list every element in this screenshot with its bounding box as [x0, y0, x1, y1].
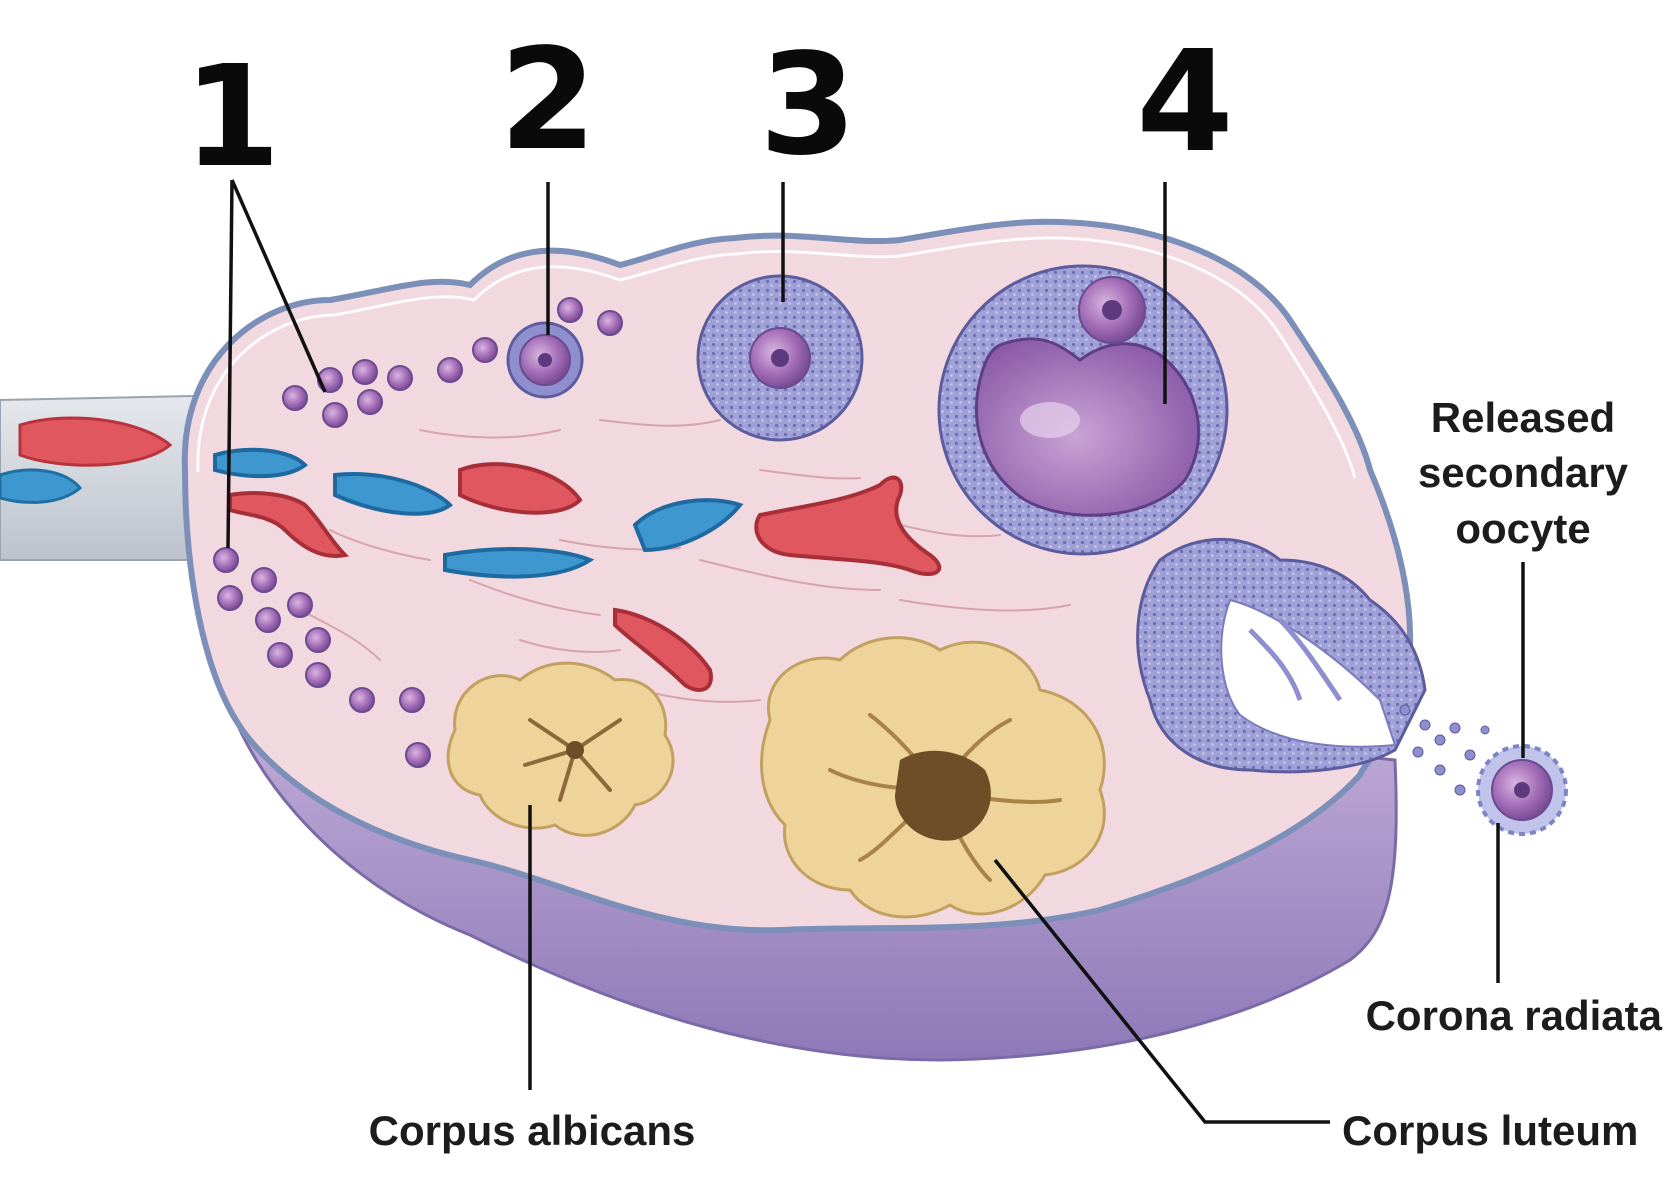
- corpus-luteum: [760, 636, 1106, 919]
- blood-vessels: [213, 447, 942, 692]
- text-labels: Released secondary oocyte Corona radiata…: [369, 394, 1663, 1154]
- stroma-fibers: [299, 419, 1071, 703]
- number-labels: 1 2 3 4: [183, 19, 1233, 199]
- label-released-line-3: oocyte: [1455, 505, 1590, 552]
- label-corpus-luteum: Corpus luteum: [1342, 1107, 1638, 1154]
- released-oocyte: [1476, 744, 1568, 836]
- primordial-follicles: [213, 297, 623, 768]
- secondary-follicle: [696, 274, 864, 442]
- released-cells: [1399, 704, 1490, 796]
- ruptured-follicle: [1136, 537, 1427, 774]
- primary-follicle: [506, 321, 584, 399]
- vesicular-follicle: [937, 264, 1229, 556]
- leader-lines: [226, 179, 1525, 1124]
- label-released-line-2: secondary: [1418, 449, 1629, 496]
- corpus-albicans: [446, 661, 675, 837]
- label-released-line-1: Released: [1431, 394, 1615, 441]
- label-corona-radiata: Corona radiata: [1366, 992, 1663, 1039]
- label-corpus-albicans: Corpus albicans: [369, 1107, 696, 1154]
- number-3: 3: [759, 24, 856, 187]
- number-1: 1: [183, 36, 280, 199]
- number-4: 4: [1136, 21, 1233, 184]
- number-2: 2: [499, 19, 596, 182]
